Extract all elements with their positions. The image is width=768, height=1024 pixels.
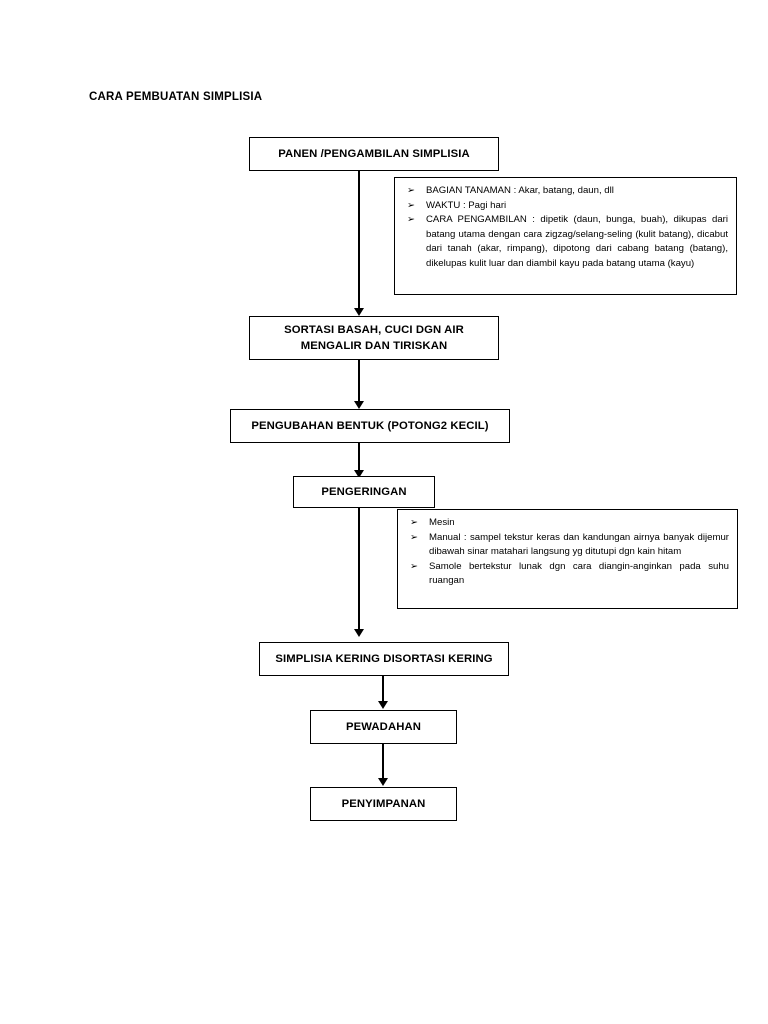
note-text: Manual : sampel tekstur keras dan kandun… (429, 531, 729, 558)
process-box-sortasi-basah[interactable]: SORTASI BASAH, CUCI DGN AIR MENGALIR DAN… (249, 316, 499, 360)
connector-simplisia-kering-to-pewadahan (382, 676, 384, 706)
process-box-pewadahan[interactable]: PEWADAHAN (310, 710, 457, 744)
process-box-simplisia-kering[interactable]: SIMPLISIA KERING DISORTASI KERING (259, 642, 509, 676)
list-item: ➢ CARA PENGAMBILAN : dipetik (daun, bung… (404, 213, 728, 271)
note-text: Mesin (429, 517, 455, 528)
list-item: ➢ Samole bertekstur lunak dgn cara diang… (407, 560, 729, 589)
process-box-panen[interactable]: PANEN /PENGAMBILAN SIMPLISIA (249, 137, 499, 171)
connector-pewadahan-to-penyimpanan (382, 744, 384, 782)
arrowhead-pewadahan-to-penyimpanan (378, 778, 388, 786)
page-title: CARA PEMBUATAN SIMPLISIA (89, 91, 263, 103)
arrow-bullet-icon: ➢ (410, 560, 419, 572)
arrowhead-sortasi-to-pengubahan (354, 401, 364, 409)
note-text: CARA PENGAMBILAN : dipetik (daun, bunga,… (426, 214, 728, 269)
connector-pengeringan-to-simplisia-kering (358, 508, 360, 634)
arrowhead-pengeringan-to-simplisia-kering (354, 629, 364, 637)
process-box-pengubahan-bentuk[interactable]: PENGUBAHAN BENTUK (POTONG2 KECIL) (230, 409, 510, 443)
arrow-bullet-icon: ➢ (407, 214, 416, 226)
process-box-penyimpanan[interactable]: PENYIMPANAN (310, 787, 457, 821)
list-item: ➢ Manual : sampel tekstur keras dan kand… (407, 531, 729, 560)
arrow-bullet-icon: ➢ (407, 199, 416, 211)
note-text: BAGIAN TANAMAN : Akar, batang, daun, dll (426, 185, 614, 196)
list-item: ➢ BAGIAN TANAMAN : Akar, batang, daun, d… (404, 184, 728, 199)
list-item: ➢ Mesin (407, 516, 729, 531)
note-text: WAKTU : Pagi hari (426, 199, 507, 211)
note-box-panen: ➢ BAGIAN TANAMAN : Akar, batang, daun, d… (394, 177, 737, 295)
note-text: Samole bertekstur lunak dgn cara diangin… (429, 560, 729, 587)
arrowhead-simplisia-kering-to-pewadahan (378, 701, 388, 709)
arrowhead-panen-to-sortasi (354, 308, 364, 316)
arrowhead-pengubahan-to-pengeringan (354, 470, 364, 478)
list-item: ➢ WAKTU : Pagi hari (404, 199, 728, 214)
note-list-pengeringan: ➢ Mesin ➢ Manual : sampel tekstur keras … (407, 516, 729, 589)
arrow-bullet-icon: ➢ (407, 185, 416, 196)
arrow-bullet-icon: ➢ (410, 517, 419, 528)
note-box-pengeringan: ➢ Mesin ➢ Manual : sampel tekstur keras … (397, 509, 738, 609)
arrow-bullet-icon: ➢ (410, 531, 419, 543)
connector-pengubahan-to-pengeringan (358, 443, 360, 475)
connector-panen-to-sortasi (358, 171, 360, 313)
connector-sortasi-to-pengubahan (358, 360, 360, 406)
process-box-pengeringan[interactable]: PENGERINGAN (293, 476, 435, 508)
note-list-panen: ➢ BAGIAN TANAMAN : Akar, batang, daun, d… (404, 184, 728, 271)
